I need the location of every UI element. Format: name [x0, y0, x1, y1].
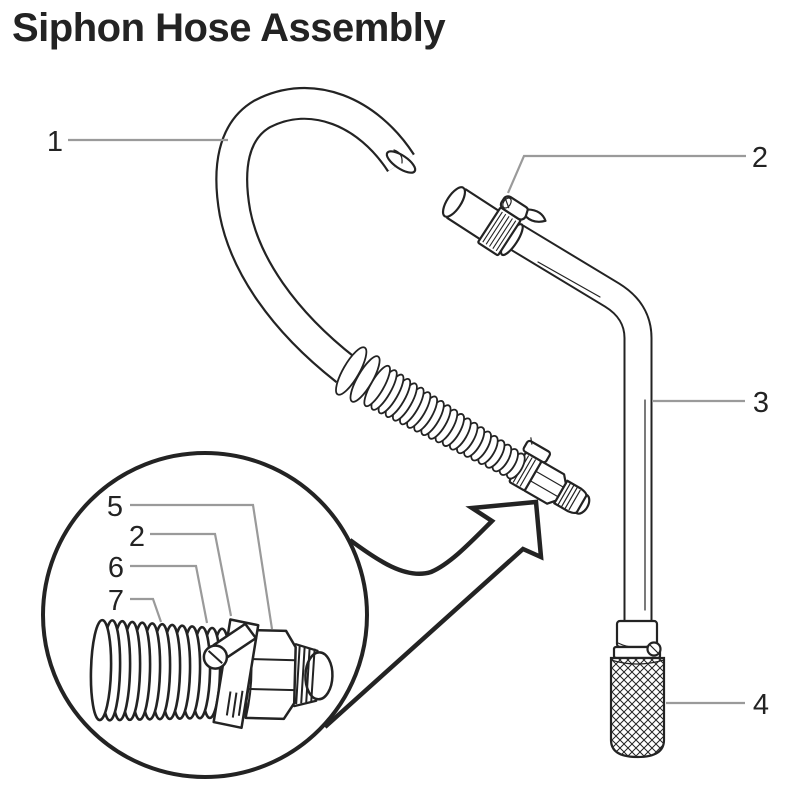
- callout-2-inset: 2: [129, 521, 145, 553]
- leader-2-inset: [150, 532, 233, 617]
- leader-lines: [68, 138, 746, 705]
- main-siphon-hose: [215, 86, 417, 383]
- callout-5-inset: 5: [107, 491, 123, 523]
- callout-3: 3: [753, 387, 769, 419]
- inset-clamp-band: [212, 618, 260, 730]
- callout-7-inset: 7: [108, 585, 124, 617]
- callout-2: 2: [752, 142, 768, 174]
- hose-clamp-assembly: [441, 186, 547, 257]
- leader-2: [506, 154, 746, 194]
- strainer: [609, 619, 666, 759]
- hose-open-end: [385, 150, 417, 174]
- detail-arrow: [323, 499, 544, 729]
- page-title: Siphon Hose Assembly: [12, 6, 446, 50]
- clamp-screw-tab: [524, 208, 547, 223]
- callout-numbers: 1 2 3 4 5 2 6 7: [47, 126, 769, 721]
- callout-1: 1: [47, 126, 63, 158]
- callout-6-inset: 6: [108, 552, 124, 584]
- inset-thread-lines: [295, 645, 316, 705]
- inset-hose-rings: [89, 618, 232, 722]
- leader-7: [130, 597, 163, 623]
- callout-4: 4: [753, 689, 769, 721]
- leader-6: [130, 564, 209, 624]
- leader-5: [130, 503, 274, 630]
- spring-guard-section: [335, 346, 591, 515]
- spring-rings: [335, 346, 526, 480]
- hose-cut-end: [441, 186, 467, 218]
- strainer-knurled-body: [609, 656, 666, 759]
- inset-fitting-detail: [89, 618, 334, 730]
- suction-tube: [508, 224, 653, 622]
- inset-band-hatch: [225, 687, 250, 718]
- clamp-screw-housing-main-hose: [522, 439, 552, 464]
